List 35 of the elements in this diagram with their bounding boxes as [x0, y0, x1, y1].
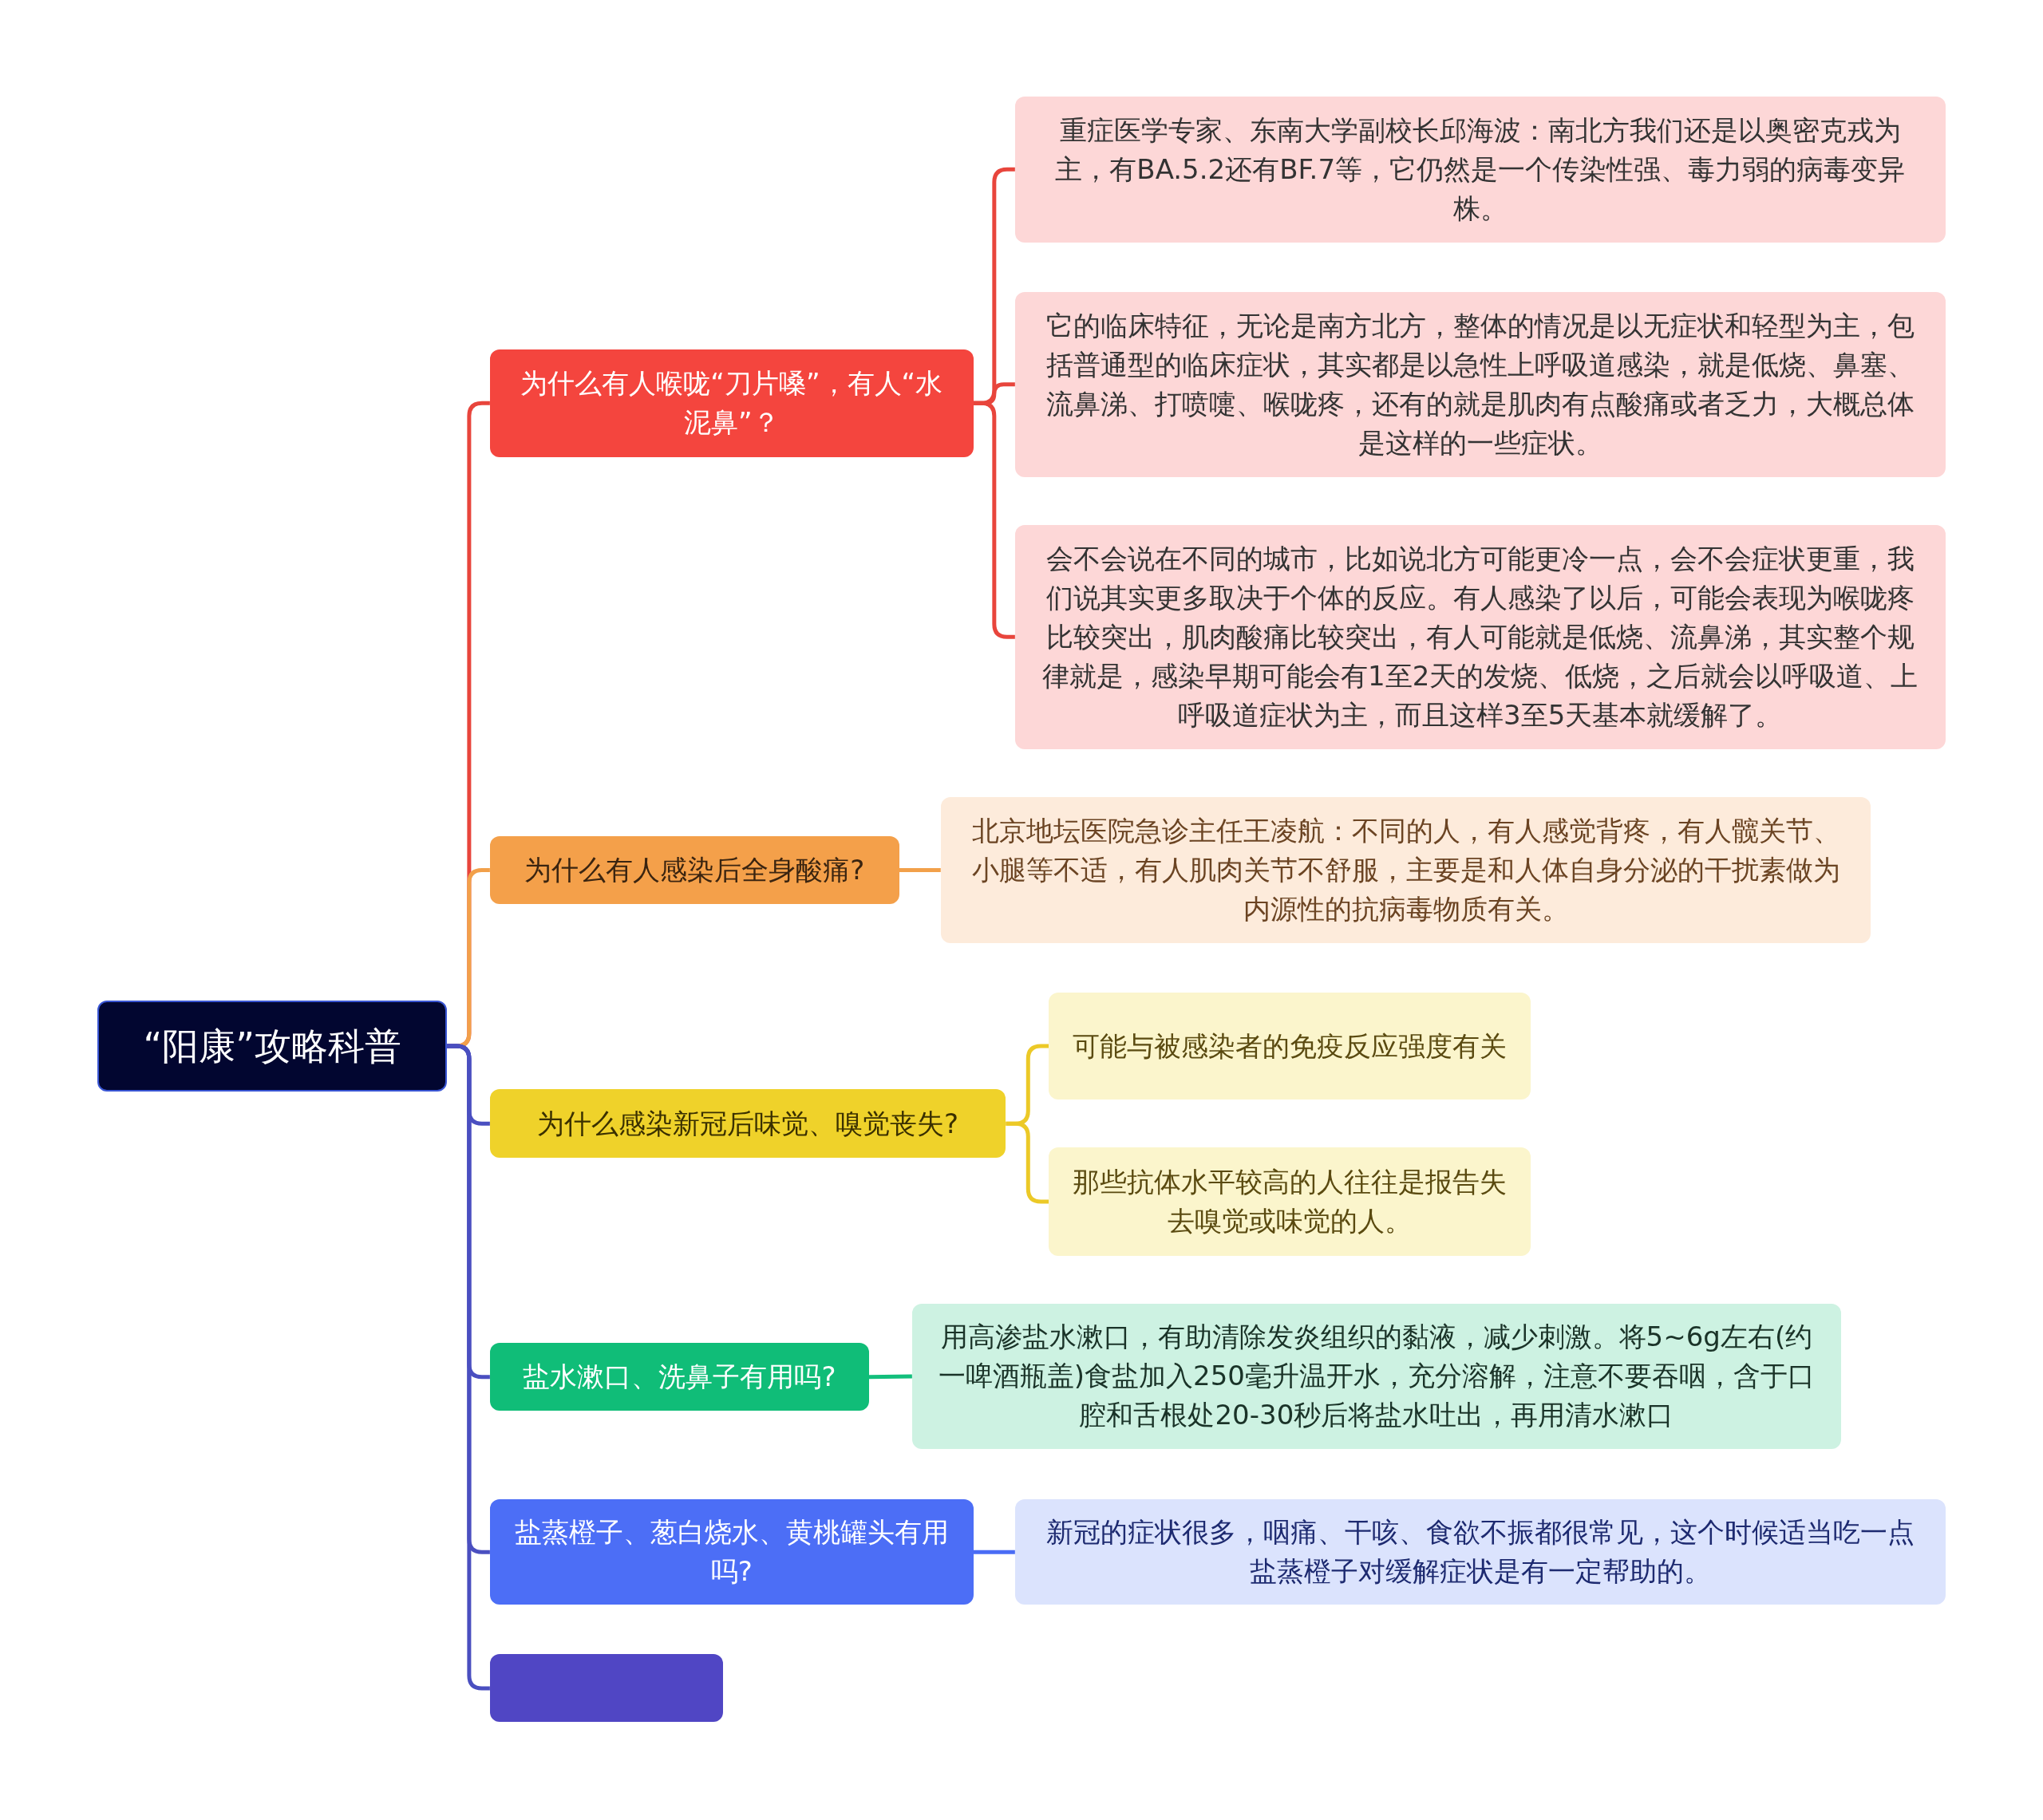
topic-box [1014, 291, 1946, 477]
topic-text: 北京地坛医院急诊主任王凌航：不同的人，有人感觉背疼，有人髋关节、小腿等不适，有人肌肉关节不舒服，主要是和人体自身分泌的干扰素做为内源性的抗病毒物质有关。 [970, 814, 1841, 927]
topic-text: 重症医学专家、东南大学副校长邱海波：南北方我们还是以奥密克戎为主，有BA.5.2还有BF.7等，它仍然是一个传染性强、毒力弱的病毒变异株。 [1054, 113, 1907, 226]
topic-box [1049, 993, 1531, 1100]
topic-box [489, 1088, 1006, 1159]
topic-box [489, 1654, 724, 1723]
connector [973, 1550, 1015, 1554]
topic-box [1049, 1147, 1531, 1256]
connector [447, 1044, 490, 1691]
topic-box [911, 1304, 1841, 1449]
topic-box [489, 349, 974, 458]
topic-text: 可能与被感染者的免疫反应强度有关 [1073, 1028, 1508, 1064]
topic-text: 为什么感染新冠后味觉、嗅觉丧失? [537, 1106, 959, 1141]
topic-box [489, 1499, 974, 1605]
topic-box [489, 836, 899, 905]
topic-text: 它的临床特征，无论是南方北方，整体的情况是以无症状和轻型为主，包括普通型的临床症状，其实都是以急性上呼吸道感染，就是低烧、鼻塞、流鼻涕、打喷嚏、喉咙疼，还有的就是肌肉有点酸痛或者乏力，大概总体是这样的一些症状。 [1045, 308, 1915, 460]
connector [1006, 1121, 1049, 1204]
connector [868, 1374, 912, 1380]
topic-text: 盐水漱口、洗鼻子有用吗? [523, 1360, 836, 1395]
topic-box [1014, 1499, 1946, 1605]
root-topic [97, 1000, 447, 1092]
topic-text: 那些抗体水平较高的人往往是报告失去嗅觉或味觉的人。 [1073, 1165, 1508, 1239]
topic-text: 会不会说在不同的城市，比如说北方可能更冷一点，会不会症状更重，我们说其实更多取决于个体的反应。有人感染了以后，可能会表现为喉咙疼比较突出，肌肉酸痛比较突出，有人可能就是低烧、流鼻涕，其实整个规律就是，感染早期可能会有1至2天的发烧、低烧，之后就会以呼吸道、上呼吸道症状为主，而且这样3至5天基本就缓解了。 [1041, 541, 1919, 732]
topic-text: 为什么有人喉咙“刀片嗓”，有人“水泥鼻”？ [520, 366, 944, 440]
connector [973, 401, 1015, 639]
topic-text: “阳康”攻略科普 [143, 1026, 402, 1066]
topic-box [1014, 524, 1946, 749]
connector [899, 868, 941, 873]
topic-text: 新冠的症状很多，咽痛、干咳、食欲不振都很常见，这个时候适当吃一点盐蒸橙子对缓解症状是有一定帮助的。 [1045, 1515, 1915, 1589]
topic-box [1014, 96, 1946, 243]
topic-box [489, 1343, 869, 1411]
topic-text: 用高渗盐水漱口，有助清除发炎组织的黏液，减少刺激。将5~6g左右(约一啤酒瓶盖)食盐加入250毫升温开水，充分溶解，注意不要吞咽，含于口腔和舌根处20-30秒后将盐水吐出，再用清水漱口 [937, 1320, 1816, 1433]
topic-text: 盐蒸橙子、葱白烧水、黄桃罐头有用吗? [513, 1515, 950, 1589]
topic-text: 为什么有人感染后全身酸痛? [524, 853, 865, 888]
topic-box [940, 797, 1871, 943]
